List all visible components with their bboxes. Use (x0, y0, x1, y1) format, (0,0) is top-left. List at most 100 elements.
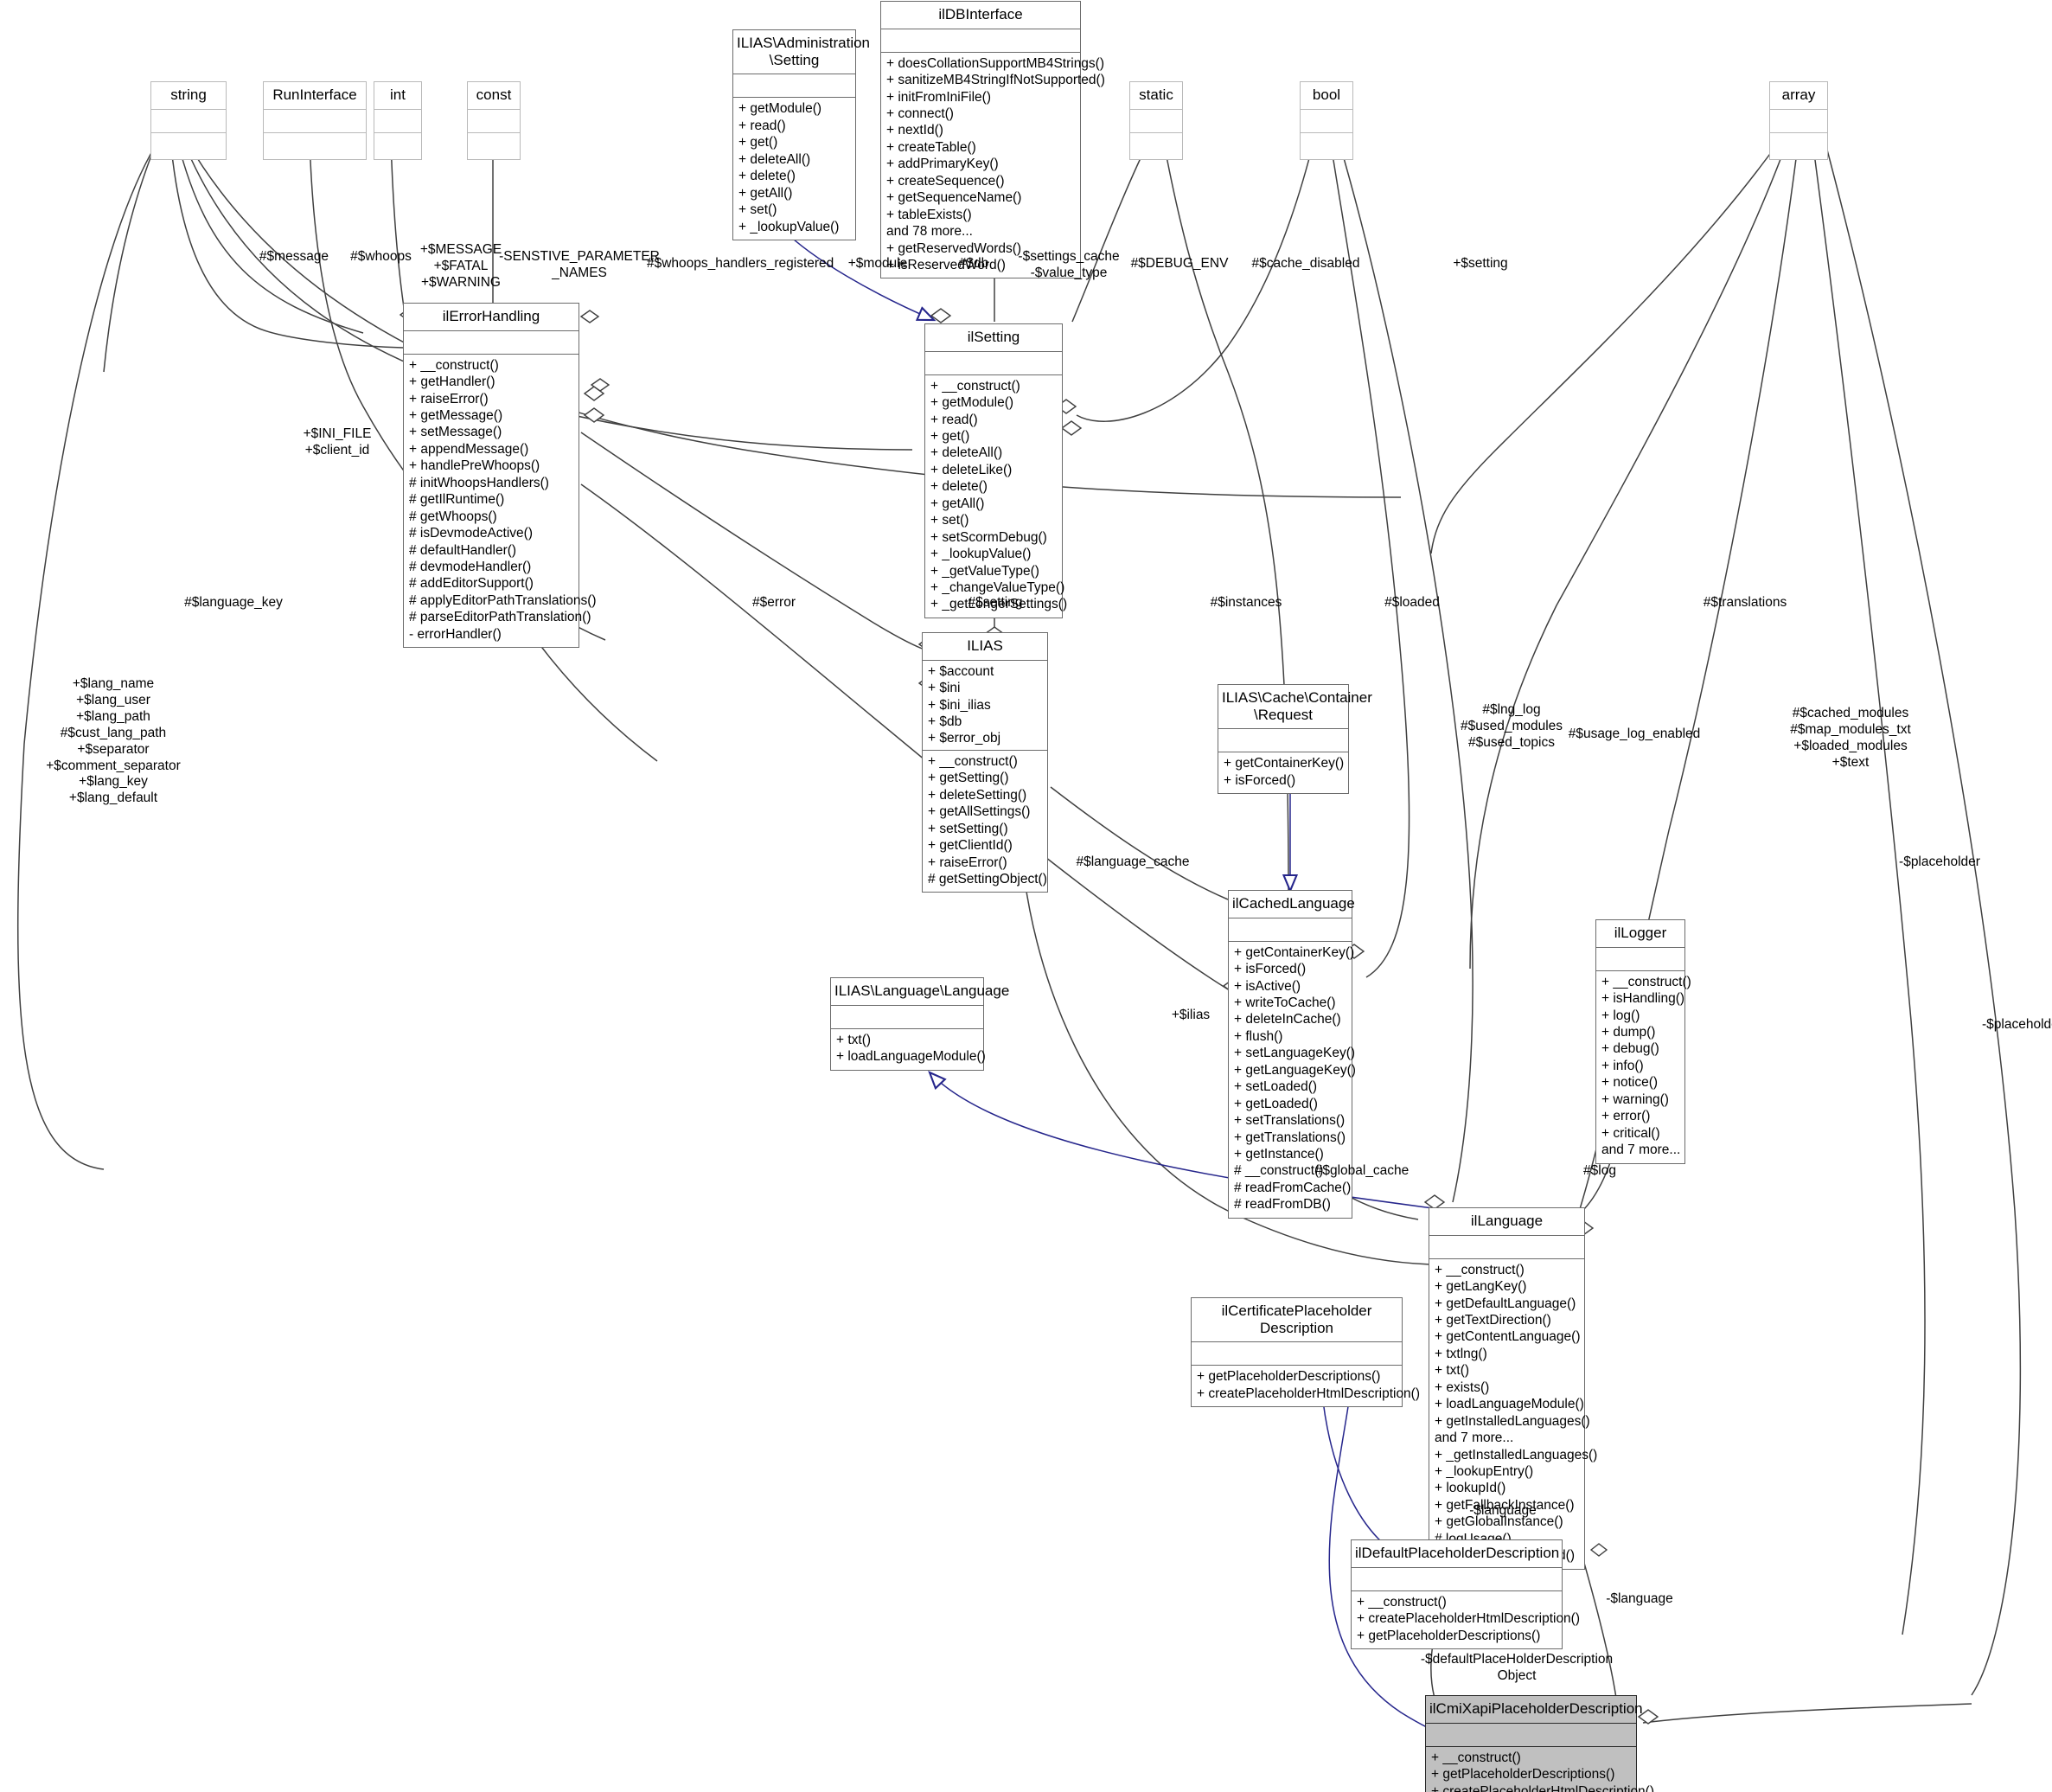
class-title: RunInterface (264, 82, 366, 110)
operation-row: + getClientId() (928, 838, 1013, 854)
class-box-ilias-cache-container-request[interactable]: ILIAS\Cache\Container \Request + getCont… (1218, 684, 1372, 795)
operation-row: + delete() (930, 479, 988, 495)
operation-row: + getReservedWords() (886, 240, 1022, 256)
operation-row: + isReservedWord() (886, 257, 1006, 272)
class-operations (264, 133, 366, 159)
operation-row: + createPlaceholderHtmlDescription() (1431, 1783, 1655, 1792)
operation-row: # defaultHandler() (409, 542, 517, 558)
operation-row: + getDefaultLanguage() (1435, 1296, 1576, 1311)
edge-label-translations: #$translations (1703, 595, 1787, 610)
class-box-ildbinterface[interactable]: ilDBInterface + doesCollationSupportMB4S… (880, 1, 1105, 279)
operation-row: + setSetting() (928, 821, 1008, 836)
class-operations: + __construct() + createPlaceholderHtmlD… (1352, 1591, 1580, 1648)
class-attributes (1192, 1342, 1402, 1366)
operation-row: + txtlng() (1435, 1346, 1487, 1361)
class-attributes (151, 110, 226, 133)
class-operations: + __construct() + getLangKey() + getDefa… (1429, 1259, 1597, 1569)
operation-row: + set() (738, 202, 777, 218)
operation-row: + createTable() (886, 139, 976, 155)
operation-row: + __construct() (1431, 1750, 1521, 1765)
edge-label-language-cache: #$language_cache (1076, 854, 1190, 869)
operation-row: + critical() (1601, 1125, 1660, 1141)
operation-row: + error() (1601, 1109, 1651, 1124)
edge-label-error: #$error (752, 595, 796, 610)
operation-row: + __construct() (1435, 1262, 1525, 1277)
class-box-bool[interactable]: bool (1300, 81, 1353, 160)
class-box-ilcachedlanguage[interactable]: ilCachedLanguage + getContainerKey() + i… (1228, 890, 1356, 1219)
class-box-ilsetting[interactable]: ilSetting + __construct() + getModule() … (924, 323, 1068, 618)
operation-row: # parseEditorPathTranslation() (409, 610, 591, 625)
operation-row: + get() (930, 429, 970, 445)
operation-row: + raiseError() (409, 391, 489, 406)
edge-label-default-placeholder-object: -$defaultPlaceHolderDescription Object (1420, 1652, 1614, 1683)
class-box-int[interactable]: int (374, 81, 422, 160)
class-operations: + __construct() + getSetting() + deleteS… (923, 751, 1047, 893)
class-box-array[interactable]: array (1769, 81, 1828, 160)
class-box-ildefaultplaceholderdescription[interactable]: ilDefaultPlaceholderDescription + __cons… (1351, 1539, 1580, 1650)
edge-label-module: +$module (847, 256, 908, 271)
edge-label-cached-modules: #$cached_modules #$map_modules_txt +$loa… (1790, 706, 1911, 770)
operation-row: + _lookupEntry() (1435, 1463, 1534, 1479)
operation-row: + getAllSettings() (928, 804, 1031, 820)
operation-row: # applyEditorPathTranslations() (409, 592, 597, 608)
operation-row: + __construct() (928, 753, 1018, 769)
class-attributes (1229, 918, 1352, 942)
edge-label-message: #$message (259, 249, 329, 264)
operation-row: + delete() (738, 169, 796, 184)
class-box-runinterface[interactable]: RunInterface (263, 81, 367, 160)
operation-row: + nextId() (886, 123, 943, 138)
edge-label-settings-cache: -$settings_cache -$value_type (1018, 249, 1120, 280)
operation-row: + deleteSetting() (928, 787, 1027, 803)
class-title: ilLogger (1596, 920, 1684, 948)
class-title: bool (1301, 82, 1352, 110)
operation-row: + setMessage() (409, 425, 502, 440)
class-box-ilcmixapiplaceholderdescription[interactable]: ilCmiXapiPlaceholderDescription + __cons… (1425, 1695, 1655, 1792)
operation-row: + setLanguageKey() (1234, 1046, 1356, 1061)
class-box-ilerrorhandling[interactable]: ilErrorHandling + __construct() + getHan… (403, 303, 597, 649)
class-box-ilcertificateplaceholderdescription[interactable]: ilCertificatePlaceholder Description + g… (1191, 1297, 1420, 1408)
class-attributes (1770, 110, 1827, 133)
edge-label-setting-top: +$setting (1453, 256, 1508, 271)
operation-row: + getAll() (930, 496, 985, 511)
operation-row: + txt() (1435, 1363, 1470, 1379)
class-box-string[interactable]: string (150, 81, 227, 160)
class-box-static[interactable]: static (1129, 81, 1183, 160)
operation-row: + isForced() (1234, 962, 1307, 977)
operation-row: + getInstance() (1234, 1146, 1324, 1162)
edge-label-global-cache: #$global_cache (1314, 1163, 1410, 1178)
class-title: ILIAS\Administration \Setting (733, 30, 870, 75)
class-box-illogger[interactable]: ilLogger + __construct() + isHandling() … (1595, 919, 1691, 1164)
class-box-ilias[interactable]: ILIAS + $account + $ini + $ini_ilias + $… (922, 632, 1048, 893)
operation-row: + setLoaded() (1234, 1079, 1318, 1095)
operation-row: + __construct() (409, 357, 499, 373)
edge-label-sensitive-parameter-names: -SENSTIVE_PARAMETER _NAMES (499, 249, 660, 280)
operation-row: + getPlaceholderDescriptions() (1357, 1628, 1541, 1643)
operation-row: + _getLongerSettings() (930, 597, 1068, 612)
edge-label-language-1: -$language (1469, 1503, 1537, 1518)
class-attributes (1352, 1568, 1562, 1591)
operation-row: + read() (738, 118, 786, 133)
class-title: ilSetting (925, 324, 1062, 352)
class-operations: + __construct() + getPlaceholderDescript… (1426, 1747, 1655, 1792)
operation-row: + tableExists() (886, 207, 972, 222)
operation-row: + initFromIniFile() (886, 89, 992, 105)
edge-label-loaded: #$loaded (1384, 595, 1440, 610)
class-box-ilias-administration-setting[interactable]: ILIAS\Administration \Setting + getModul… (732, 29, 870, 240)
class-box-ilias-language-language[interactable]: ILIAS\Language\Language + txt() + loadLa… (830, 977, 1009, 1071)
operation-row: + debug() (1601, 1041, 1659, 1057)
class-attributes (925, 352, 1062, 375)
edge-label-lng-log: #$lng_log #$used_modules #$used_topics (1460, 702, 1563, 750)
operation-row: + lookupId() (1435, 1481, 1506, 1496)
class-title: const (468, 82, 520, 110)
operation-row: + isActive() (1234, 978, 1301, 994)
class-box-const[interactable]: const (467, 81, 521, 160)
operation-row: # devmodeHandler() (409, 559, 532, 574)
class-attributes (1301, 110, 1352, 133)
operation-row: # readFromCache() (1234, 1180, 1352, 1195)
operation-row: + getHandler() (409, 374, 495, 390)
class-attributes (831, 1006, 983, 1029)
operation-row: + notice() (1601, 1075, 1659, 1091)
class-operations: + doesCollationSupportMB4Strings() + san… (881, 53, 1105, 278)
operation-row: + getContainerKey() (1224, 756, 1345, 771)
